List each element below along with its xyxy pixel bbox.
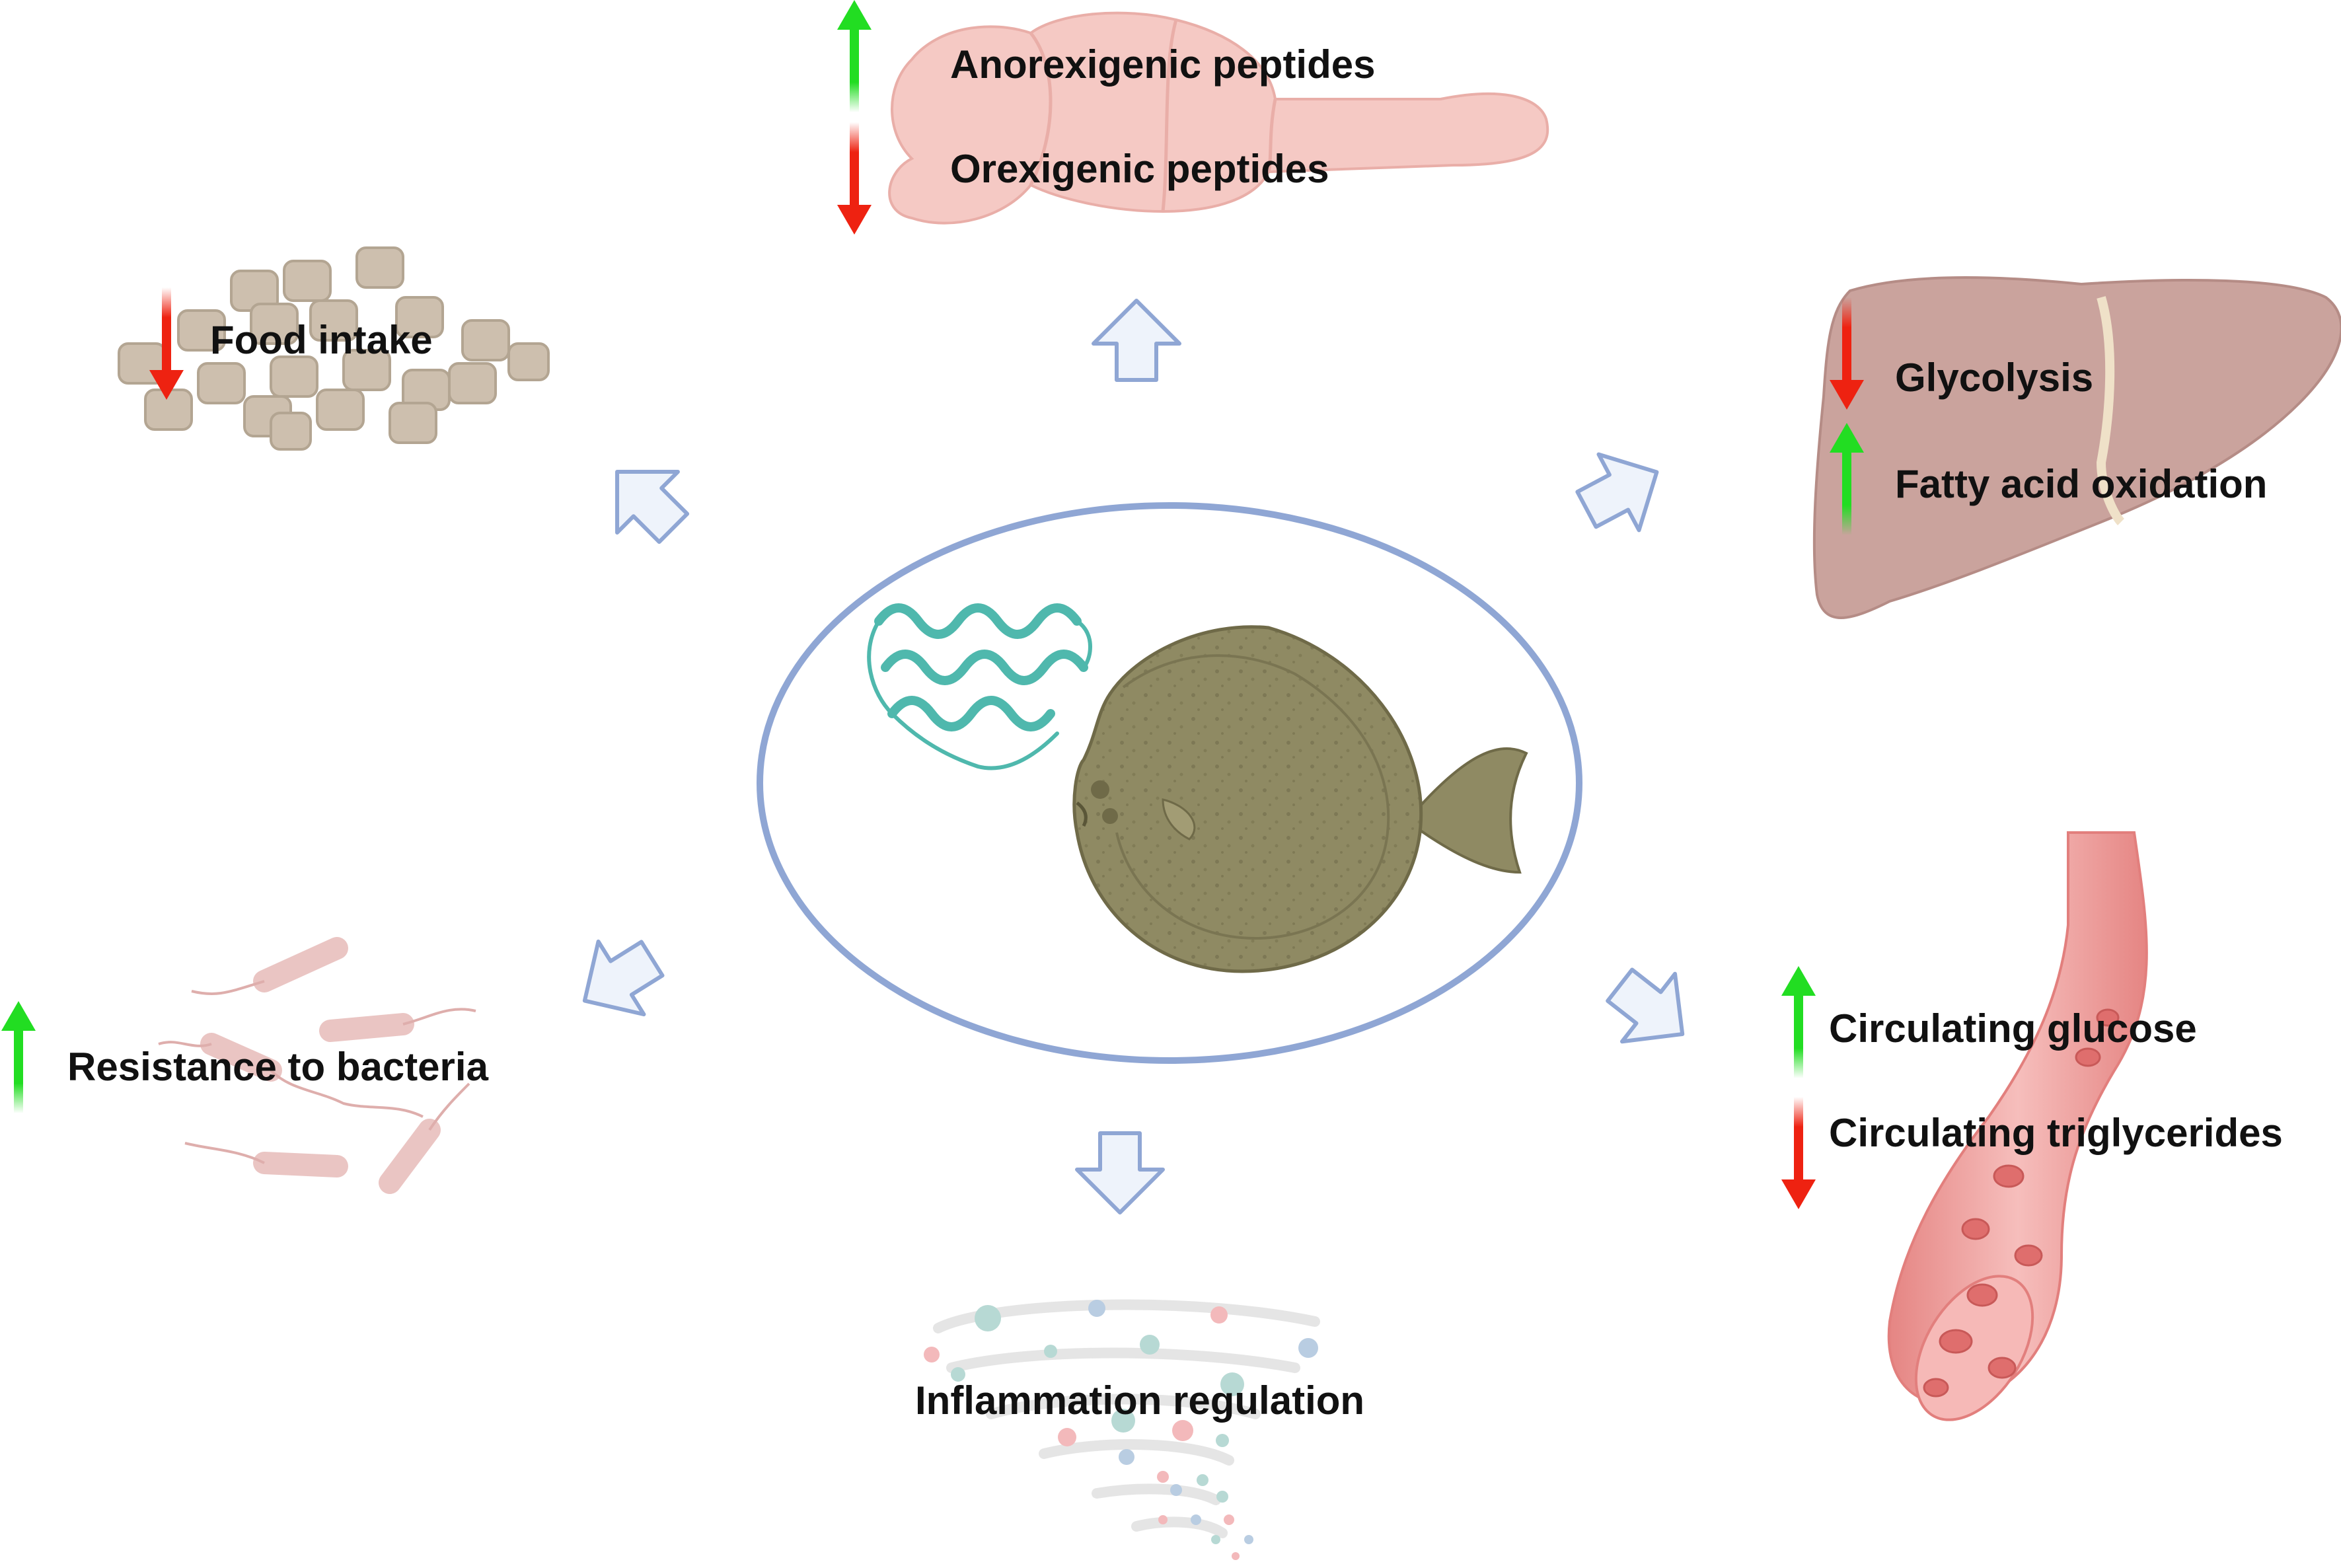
brain-icon [888,11,1549,225]
inflammation-swirl-icon [924,1299,1320,1560]
arrow-to-brain [1092,299,1181,382]
trend-arrows [1,0,1864,1209]
bacteria-icon [158,937,476,1194]
turbot-fish-icon [1072,625,1528,973]
label-inflammation: Inflammation regulation [915,1378,1365,1423]
liver-icon [1812,276,2341,619]
trend-down-icon [837,122,872,235]
arrow-to-vessel [1606,967,1685,1044]
arrow-to-liver [1575,452,1659,533]
label-glycolysis: Glycolysis [1895,355,2094,400]
trend-up-icon [1830,423,1864,535]
label-food-intake: Food intake [210,318,433,362]
arrow-to-inflammation [1075,1131,1165,1214]
label-anorexigenic: Anorexigenic peptides [950,42,1376,87]
label-glucose: Circulating glucose [1829,1006,2197,1051]
trend-down-icon [149,287,184,400]
block-arrows [582,299,1685,1214]
trend-up-icon [1,1001,36,1113]
arrow-to-food [615,470,690,544]
label-triglycerides: Circulating triglycerides [1829,1111,2283,1155]
label-resistance: Resistance to bacteria [67,1045,488,1089]
trend-up-icon [837,0,872,112]
trend-down-icon [1830,297,1864,410]
label-orexigenic: Orexigenic peptides [950,147,1329,191]
trend-up-icon [1781,966,1816,1078]
trend-down-icon [1781,1097,1816,1209]
arrow-to-bacteria [582,939,665,1017]
label-fatty-acid: Fatty acid oxidation [1895,462,2268,506]
blood-vessel-icon [1887,831,2148,1421]
protein-ribbon-icon [867,603,1092,770]
